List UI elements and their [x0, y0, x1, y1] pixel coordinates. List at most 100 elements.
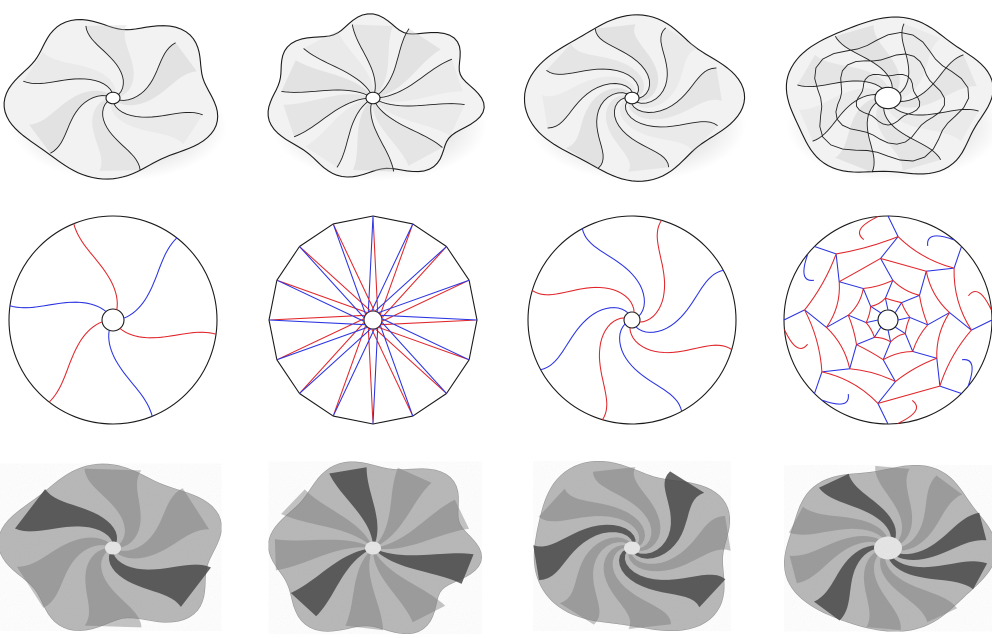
facet-shade: [605, 95, 669, 172]
facet-shade: [378, 28, 441, 97]
mid-tone-panel: [376, 467, 432, 546]
valley-fold: [927, 235, 955, 247]
mountain-fold: [374, 328, 447, 394]
mountain-fold: [299, 246, 372, 312]
valley-fold: [299, 246, 365, 319]
mountain-fold: [968, 291, 992, 311]
shadowed-panel: [895, 512, 987, 560]
fold-edge: [546, 68, 639, 95]
fold-edge: [336, 101, 368, 168]
mountain-fold: [939, 329, 972, 387]
mountain-fold: [332, 223, 375, 312]
design-d-paper-photo: [783, 464, 992, 632]
fold-edge: [814, 31, 970, 162]
fold-edge: [119, 42, 176, 101]
fold-edge: [855, 74, 921, 126]
valley-fold: [894, 246, 962, 314]
center-hole: [874, 536, 902, 560]
mid-tone-panel: [603, 545, 672, 629]
shadowed-panel: [109, 552, 211, 607]
design-d-crease-pattern: [783, 215, 992, 425]
facet-shade: [897, 54, 977, 108]
fold-edge: [102, 101, 141, 171]
mountain-fold: [639, 220, 666, 323]
design-b-rendered-form: [267, 13, 487, 181]
facet-shade: [283, 94, 367, 137]
shadowed-panel: [619, 549, 726, 608]
mountain-fold: [299, 321, 365, 394]
mountain-fold: [380, 319, 478, 326]
facet-shade: [352, 24, 393, 94]
fold-edge: [378, 100, 465, 107]
valley-fold: [877, 329, 897, 425]
center-hole: [365, 541, 381, 555]
mid-tone-panel: [281, 489, 371, 545]
mountain-fold: [804, 253, 837, 311]
mountain-fold: [48, 321, 103, 403]
mid-tone-panel: [863, 551, 901, 631]
mountain-fold: [877, 385, 940, 404]
mountain-fold: [367, 327, 374, 425]
design-a-rendered-form: [3, 19, 227, 181]
valley-fold: [581, 228, 645, 317]
center-hole: [623, 311, 641, 329]
fold-edge: [596, 92, 628, 169]
facet-shade: [92, 99, 141, 171]
mountain-fold: [880, 257, 927, 272]
fold-edge: [883, 108, 942, 161]
mountain-fold: [821, 371, 879, 404]
center-hole: [365, 91, 381, 105]
valley-fold: [374, 246, 447, 312]
shadowed-panel: [15, 489, 117, 544]
mid-tone-panel: [875, 465, 913, 545]
shadowed-panel: [888, 557, 988, 590]
mid-tone-panel: [345, 551, 383, 631]
valley-fold: [332, 223, 367, 315]
fold-edge: [281, 89, 368, 96]
fold-edge: [351, 24, 376, 93]
design-c-paper-photo: [533, 460, 731, 632]
valley-fold: [380, 314, 478, 321]
fold-edge: [636, 27, 668, 104]
mountain-fold: [953, 268, 972, 331]
fold-edge: [50, 95, 107, 154]
fold-edge: [293, 97, 367, 138]
mountain-fold: [892, 279, 920, 296]
rendered-fold-row: [3, 13, 992, 182]
mountain-fold: [378, 326, 470, 361]
facet-shade: [876, 105, 941, 171]
valley-fold: [108, 330, 153, 417]
fold-edge: [370, 103, 395, 172]
mountain-fold: [629, 327, 732, 354]
mountain-fold: [870, 297, 886, 307]
pattern-outline: [527, 215, 737, 425]
fold-edge: [379, 58, 453, 99]
fold-edge: [900, 54, 964, 102]
valley-fold: [372, 327, 379, 425]
fold-edge: [899, 23, 910, 94]
mountain-fold: [882, 350, 913, 361]
fold-edge: [613, 97, 670, 168]
mountain-fold: [849, 368, 896, 383]
valley-fold: [814, 326, 882, 394]
fold-edge: [797, 80, 883, 89]
facet-shade: [546, 43, 645, 97]
fold-edge: [113, 103, 203, 118]
design-a-crease-pattern: [8, 215, 218, 425]
valley-fold: [894, 326, 962, 394]
center-hole: [877, 309, 899, 331]
mid-tone-panel: [373, 552, 446, 623]
facet-shade: [634, 27, 699, 108]
valley-fold: [540, 307, 629, 371]
mountain-fold: [332, 325, 367, 417]
mountain-fold: [532, 286, 635, 313]
mountain-fold: [865, 322, 875, 338]
valley-fold: [961, 359, 973, 387]
valley-fold: [381, 318, 470, 361]
facet-shade: [85, 25, 134, 97]
design-b-paper-photo: [268, 461, 483, 635]
mountain-fold: [904, 317, 911, 334]
valley-fold: [367, 215, 374, 313]
valley-fold: [619, 323, 683, 412]
center-hole: [874, 86, 902, 110]
